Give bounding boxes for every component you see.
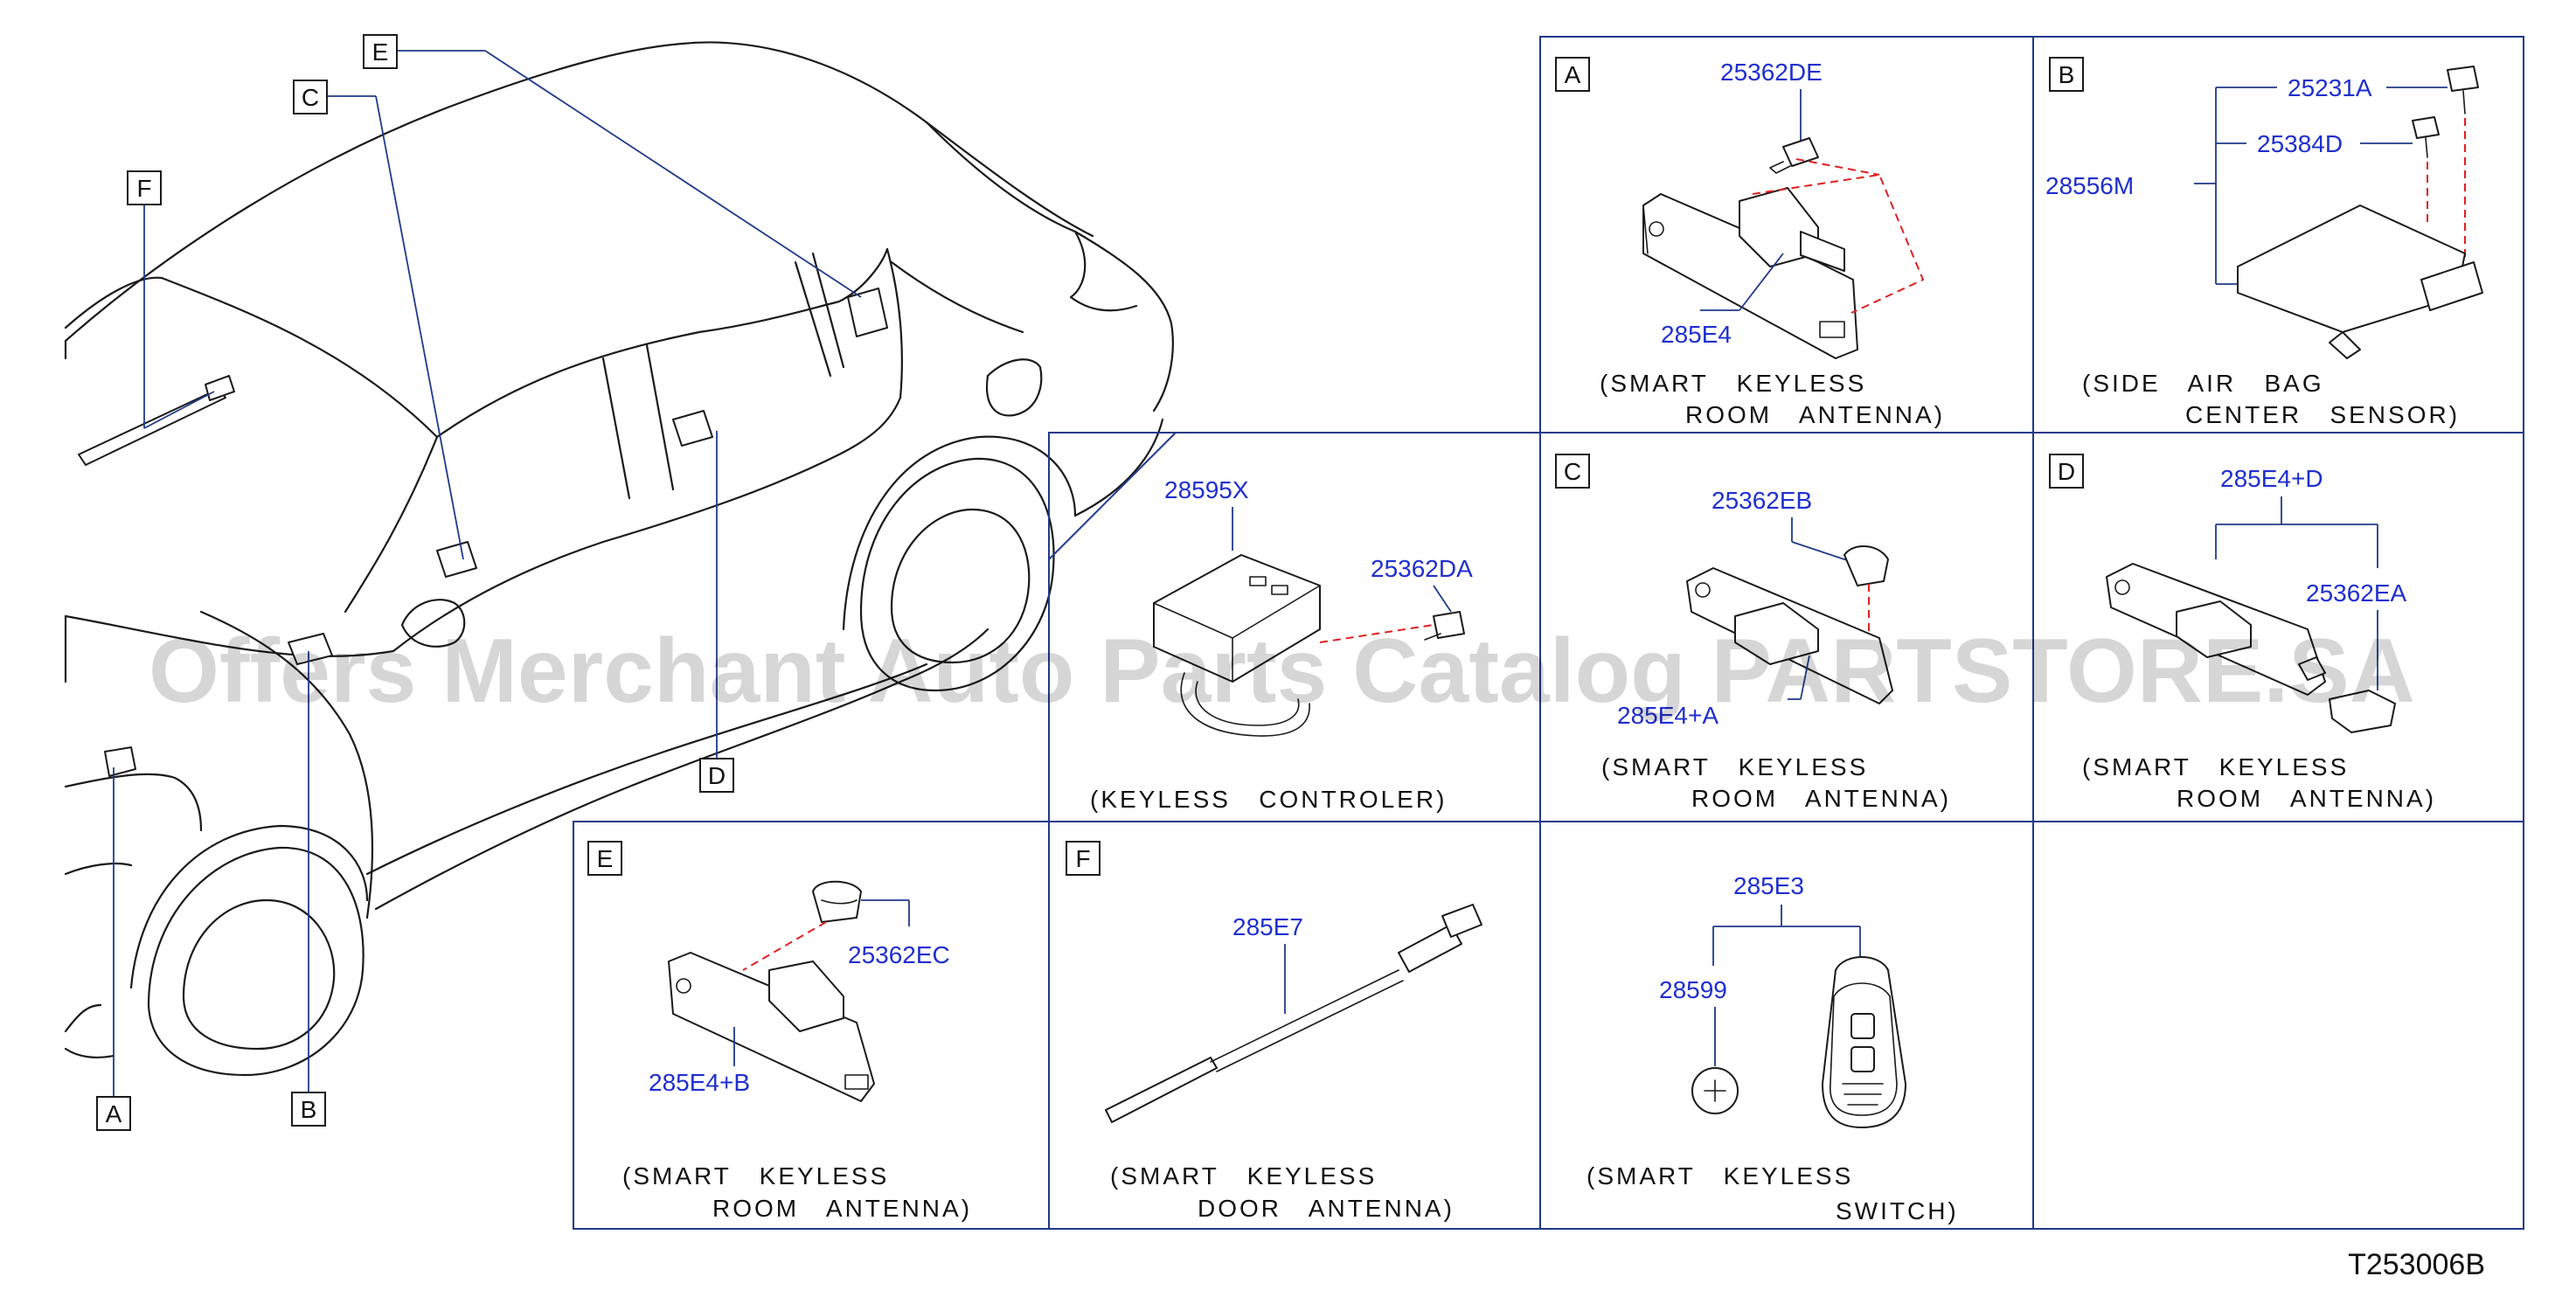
- panel-b-caption-1: (SIDE AIR BAG: [2082, 370, 2324, 397]
- door-antenna-icon: [1105, 1057, 1218, 1123]
- part-number: 28599: [1659, 976, 1727, 1003]
- callout-E: E: [363, 34, 398, 69]
- callout-leaders: [113, 50, 862, 1097]
- panel-f-caption-2: DOOR ANTENNA): [1198, 1195, 1455, 1222]
- air-bag-sensor-icon: [2237, 205, 2466, 333]
- panel-switch: 285E3 28599 (SMART KEYLESS SWITCH): [1587, 872, 1959, 1224]
- callout-A: A: [96, 1096, 131, 1131]
- part-number: 285E4+B: [649, 1069, 750, 1096]
- part-number: 25362EB: [1712, 487, 1812, 514]
- panel-b: B 25231A 25384D 28556M (SIDE AIR BAG CEN…: [2045, 57, 2483, 428]
- panel-f-letter: F: [1075, 845, 1090, 872]
- panel-a-caption-1: (SMART KEYLESS: [1600, 370, 1866, 397]
- panel-d-letter: D: [2058, 458, 2075, 485]
- part-number: 28595X: [1164, 476, 1249, 503]
- part-number: 285E4+A: [1617, 702, 1718, 729]
- panel-k-caption: (KEYLESS CONTROLER): [1090, 786, 1447, 813]
- panel-e: E 25362EC 285E4+B (SMART KEYLESS ROOM AN…: [587, 841, 972, 1222]
- panel-e-letter: E: [597, 845, 614, 872]
- bolt-icon: [2412, 116, 2440, 139]
- panel-c: C 25362EB 285E4+A (SMART KEYLESS ROOM AN…: [1555, 454, 1951, 812]
- clip-icon: [812, 880, 862, 923]
- panel-e-caption-2: ROOM ANTENNA): [712, 1195, 972, 1222]
- part-number: 25384D: [2257, 130, 2343, 157]
- antenna-bracket: [668, 952, 875, 1102]
- svg-text:E: E: [372, 38, 389, 66]
- part-number: 285E3: [1733, 872, 1804, 899]
- svg-text:C: C: [302, 84, 319, 111]
- antenna-bracket: [1642, 193, 1858, 359]
- part-number: 25362DE: [1720, 59, 1823, 86]
- panel-d: D 285E4+D 25362EA (SMART KEYLESS ROOM AN…: [2049, 454, 2436, 812]
- lock-button-icon: [1850, 1013, 1875, 1039]
- part-number: 25362DA: [1371, 555, 1473, 582]
- vehicle-outline: [64, 41, 1174, 1077]
- panel-e-caption-1: (SMART KEYLESS: [622, 1162, 889, 1189]
- panel-d-caption-2: ROOM ANTENNA): [2177, 785, 2436, 812]
- panel-f-caption-1: (SMART KEYLESS: [1110, 1162, 1377, 1189]
- part-number: 285E4: [1661, 321, 1732, 348]
- panel-keyless-controller: 28595X 25362DA (KEYLESS CONTROLER): [1090, 476, 1473, 813]
- svg-text:F: F: [136, 175, 151, 202]
- smart-key-icon: [1822, 956, 1906, 1128]
- part-number: 25362EC: [848, 941, 950, 968]
- svg-text:D: D: [708, 762, 726, 789]
- panel-c-caption-2: ROOM ANTENNA): [1691, 785, 1951, 812]
- panel-grid: [573, 36, 2524, 1230]
- svg-text:B: B: [301, 1096, 317, 1123]
- callout-D: D: [699, 758, 734, 793]
- panel-b-letter: B: [2059, 61, 2075, 88]
- part-number: 285E4+D: [2220, 465, 2323, 492]
- panel-b-caption-2: CENTER SENSOR): [2185, 401, 2460, 428]
- panel-s-caption-1: (SMART KEYLESS: [1587, 1162, 1853, 1189]
- panel-f: F 285E7 (SMART KEYLESS DOOR ANTENNA): [1066, 841, 1482, 1222]
- keyless-controller-icon: [1153, 554, 1321, 683]
- clip-icon: [2329, 690, 2396, 733]
- svg-text:A: A: [106, 1100, 122, 1127]
- panel-a-letter: A: [1565, 61, 1581, 88]
- part-number: 25362EA: [2306, 579, 2407, 607]
- panel-d-caption-1: (SMART KEYLESS: [2082, 753, 2349, 780]
- panel-c-letter: C: [1564, 458, 1581, 485]
- part-number: 28556M: [2045, 172, 2134, 199]
- panel-a: A 25362DE 285E4 (SMART KEYLESS ROOM ANTE…: [1555, 57, 1945, 428]
- screw-icon: [1782, 137, 1819, 167]
- panel-c-caption-1: (SMART KEYLESS: [1601, 753, 1868, 780]
- screw-icon: [1433, 611, 1465, 639]
- part-number: 285E7: [1232, 913, 1303, 940]
- diagram-reference: T253006B: [2348, 1248, 2485, 1281]
- callout-C: C: [293, 80, 328, 114]
- watermark: Offers Merchant Auto Parts Catalog PARTS…: [149, 621, 2415, 722]
- panel-a-caption-2: ROOM ANTENNA): [1685, 401, 1945, 428]
- bolt-icon: [2447, 66, 2479, 92]
- part-number: 25231A: [2288, 74, 2372, 101]
- panel-s-caption-2: SWITCH): [1836, 1197, 1959, 1224]
- clip-icon: [1843, 544, 1889, 586]
- callout-B: B: [291, 1092, 326, 1127]
- callout-F: F: [127, 170, 162, 205]
- unlock-button-icon: [1850, 1046, 1875, 1072]
